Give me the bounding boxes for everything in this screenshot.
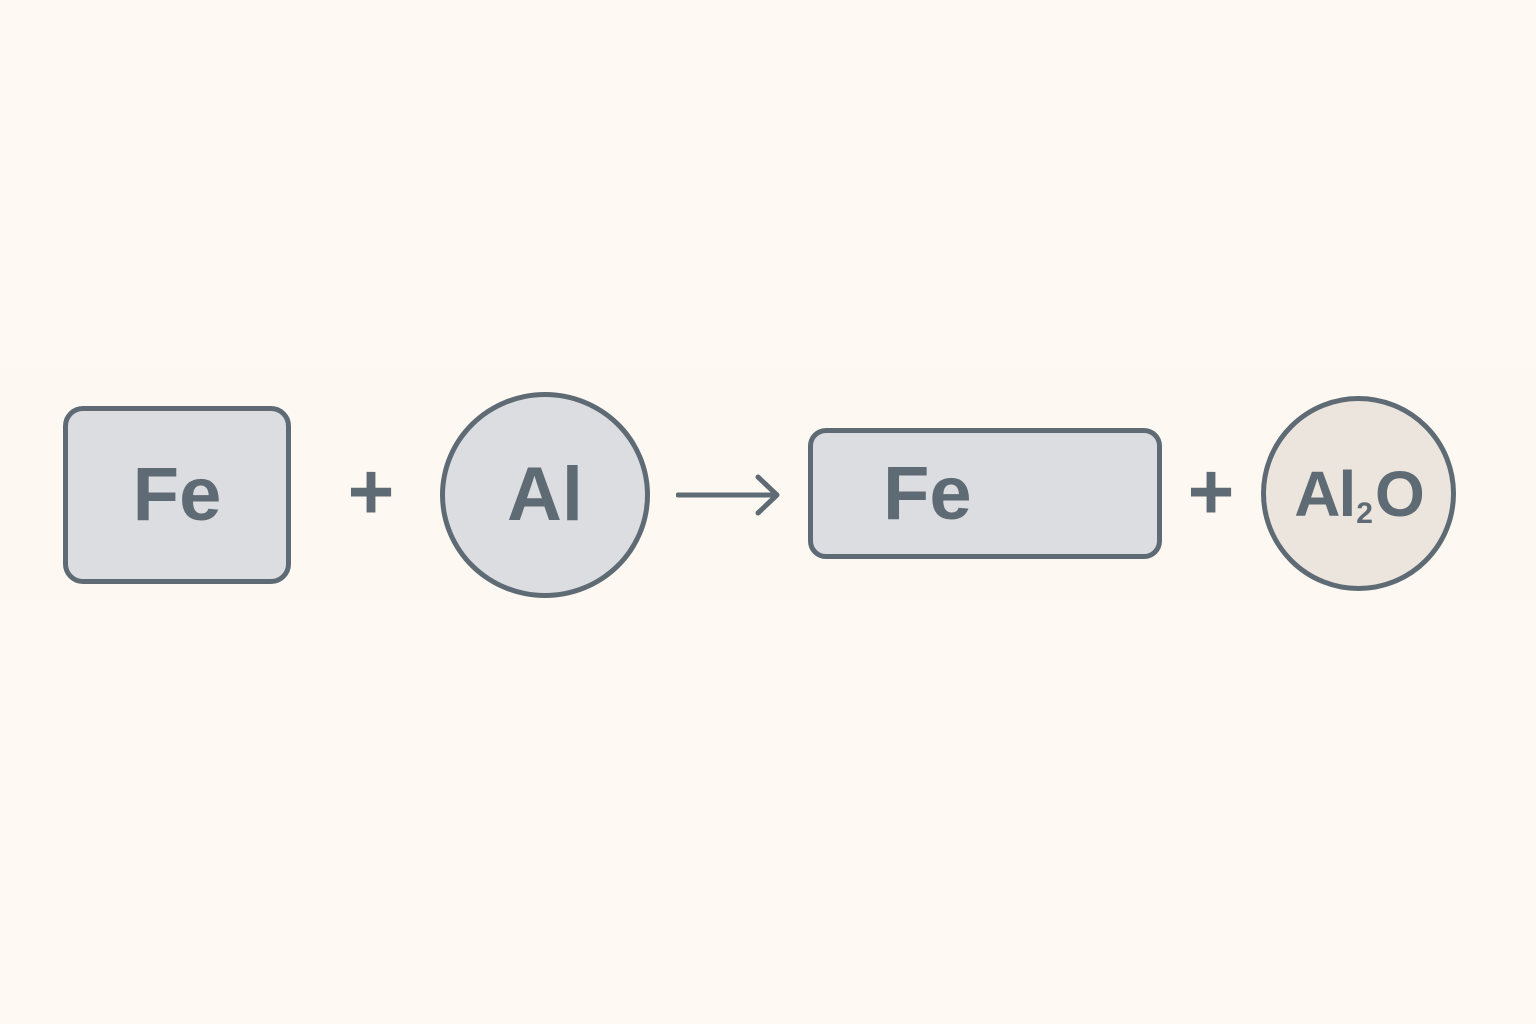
reactant-iron-label: Fe [132,452,222,537]
product-oxide-label-al: Al [1294,457,1356,530]
product-iron-label: Fe [883,450,972,536]
plus-sign-2: + [1187,447,1235,536]
plus-sign-1: + [347,447,395,536]
product-oxide-label-o: O [1374,457,1425,530]
product-iron-box: Fe [808,428,1162,559]
reactant-aluminum-circle: Al [440,392,650,598]
reactant-aluminum-label: Al [507,452,583,537]
product-oxide-subscript: 2 [1356,496,1373,530]
reactant-iron-box: Fe [63,406,291,584]
reaction-arrow-icon [676,474,780,516]
